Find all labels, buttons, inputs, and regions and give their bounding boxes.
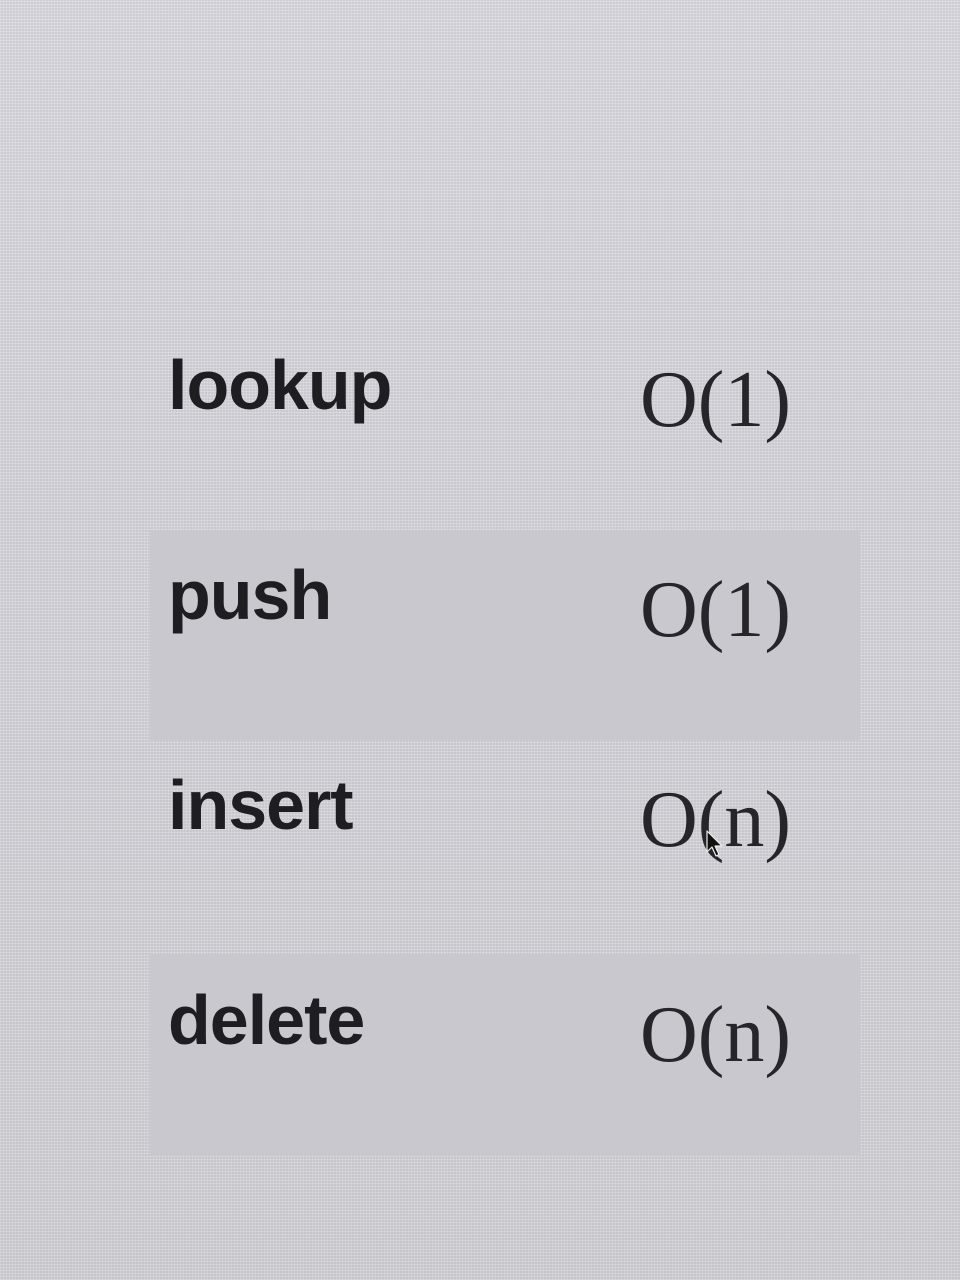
table-row: insert O(n) bbox=[150, 740, 860, 955]
cursor-icon bbox=[706, 830, 723, 857]
operation-label: lookup bbox=[168, 346, 392, 424]
complexity-value: O(1) bbox=[640, 356, 792, 444]
operation-label: insert bbox=[168, 766, 354, 844]
complexity-value: O(1) bbox=[640, 566, 792, 654]
complexity-table: lookup O(1) push O(1) insert O(n) delete… bbox=[150, 320, 860, 1155]
table-row: lookup O(1) bbox=[150, 320, 860, 530]
operation-label: delete bbox=[168, 981, 365, 1059]
table-row: delete O(n) bbox=[150, 955, 860, 1155]
table-row: push O(1) bbox=[150, 530, 860, 740]
operation-label: push bbox=[168, 556, 332, 634]
complexity-value: O(n) bbox=[640, 991, 792, 1079]
